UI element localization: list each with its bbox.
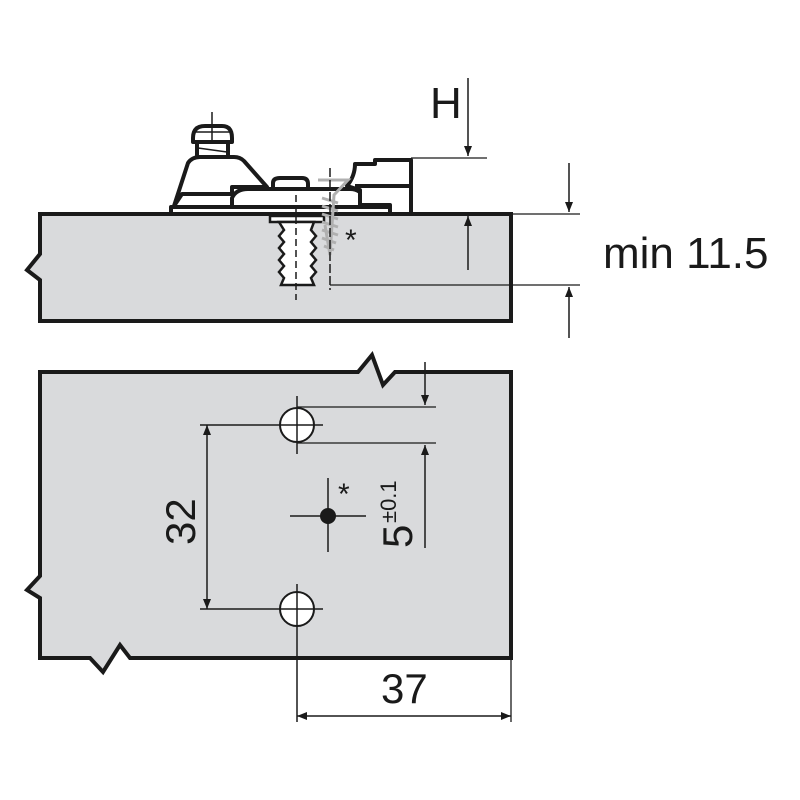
dimension-tolerance: ±0.1	[376, 480, 401, 523]
side-view: * H min 11.5	[24, 78, 769, 338]
panel-top-view	[23, 351, 513, 676]
top-view: * 32 5 ±0.1 37	[23, 351, 513, 722]
screw-asterisk-top: *	[338, 478, 350, 511]
dimension-label-min-thickness: min 11.5	[603, 229, 769, 278]
dimension-label-h: H	[430, 79, 462, 128]
screw-point-center	[290, 478, 366, 552]
expansion-dowel	[268, 214, 326, 287]
dimension-label-37: 37	[381, 665, 428, 712]
dimension-label-32: 32	[157, 498, 204, 545]
mounting-hole-upper	[200, 396, 323, 454]
mounting-plate-side	[169, 124, 413, 216]
mounting-hole-lower	[200, 584, 323, 722]
dimension-value-5: 5	[374, 525, 421, 548]
dimension-label-5-tolerance: 5 ±0.1	[374, 480, 421, 548]
panel-side-section	[24, 212, 513, 323]
screw-asterisk-side: *	[345, 224, 357, 257]
